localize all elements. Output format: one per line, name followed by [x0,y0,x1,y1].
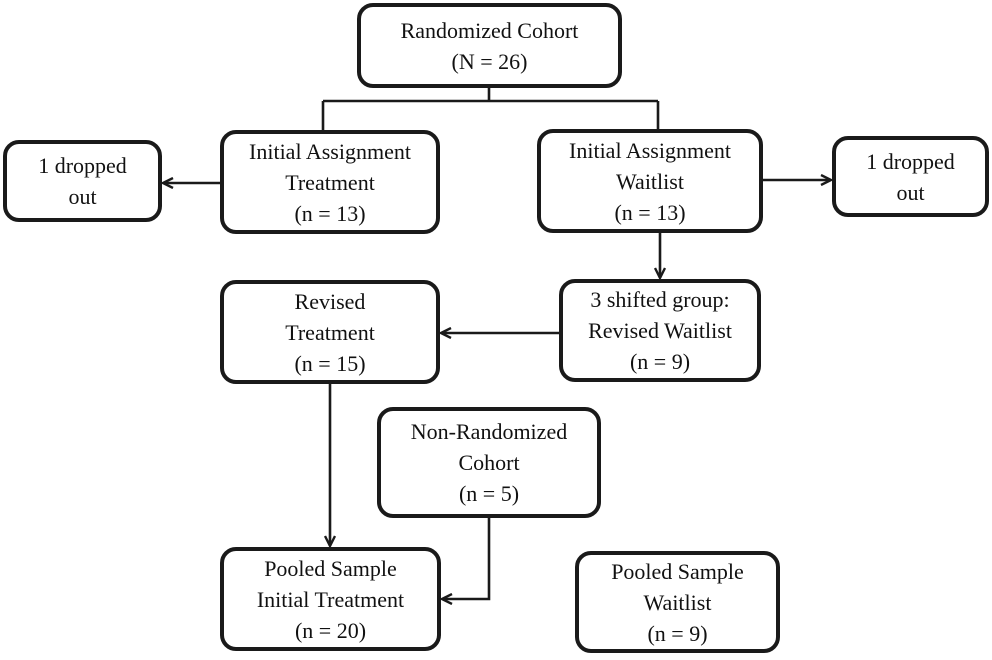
initial-waitlist-box: Initial Assignment Waitlist (n = 13) [537,129,763,233]
pooled-waitlist-group: Waitlist [643,589,712,615]
revised-treatment-group: Treatment [285,319,375,345]
pooled-treatment-group: Initial Treatment [256,586,405,612]
revised-waitlist-label: Revised Waitlist [588,318,732,343]
non-randomized-group: Cohort [458,450,520,475]
dropout-treatment-line2: out [68,184,97,209]
initial-waitlist-count: (n = 13) [614,199,686,225]
initial-treatment-group: Treatment [285,169,375,195]
revised-waitlist-box: 3 shifted group: Revised Waitlist (n = 9… [559,279,761,382]
pooled-treatment-label: Pooled Sample [264,555,397,581]
initial-treatment-box: Initial Assignment Treatment (n = 13) [220,130,440,234]
non-randomized-cohort-box: Non-Randomized Cohort (n = 5) [377,407,601,518]
pooled-waitlist-label: Pooled Sample [611,558,744,584]
initial-waitlist-group: Waitlist [616,168,684,194]
revised-waitlist-note: 3 shifted group: [590,287,730,312]
initial-treatment-count: (n = 13) [294,200,366,226]
revised-treatment-count: (n = 15) [294,350,366,376]
revised-treatment-box: Revised Treatment (n = 15) [220,280,440,384]
non-randomized-count: (n = 5) [458,481,520,506]
initial-treatment-label: Initial Assignment [249,138,411,164]
dropout-waitlist-line1: 1 dropped [866,148,955,174]
dropout-waitlist-line2: out [896,179,925,205]
initial-waitlist-label: Initial Assignment [569,137,731,163]
pooled-waitlist-count: (n = 9) [647,620,708,646]
dropout-treatment-line1: 1 dropped [38,153,127,178]
revised-treatment-label: Revised [294,288,366,314]
randomized-cohort-count: (N = 26) [451,48,528,74]
pooled-treatment-box: Pooled Sample Initial Treatment (n = 20) [220,547,441,651]
revised-waitlist-count: (n = 9) [629,349,691,374]
dropout-waitlist-box: 1 dropped out [832,136,989,217]
randomized-cohort-label: Randomized Cohort [400,17,579,43]
pooled-waitlist-box: Pooled Sample Waitlist (n = 9) [575,551,780,653]
arrow-nonrandomized-to-pooled-treatment [442,518,491,599]
pooled-treatment-count: (n = 20) [294,617,367,643]
non-randomized-label: Non-Randomized [410,419,568,444]
randomized-cohort-box: Randomized Cohort (N = 26) [357,3,622,88]
split-line-from-randomized [321,88,660,130]
dropout-treatment-box: 1 dropped out [3,140,162,222]
